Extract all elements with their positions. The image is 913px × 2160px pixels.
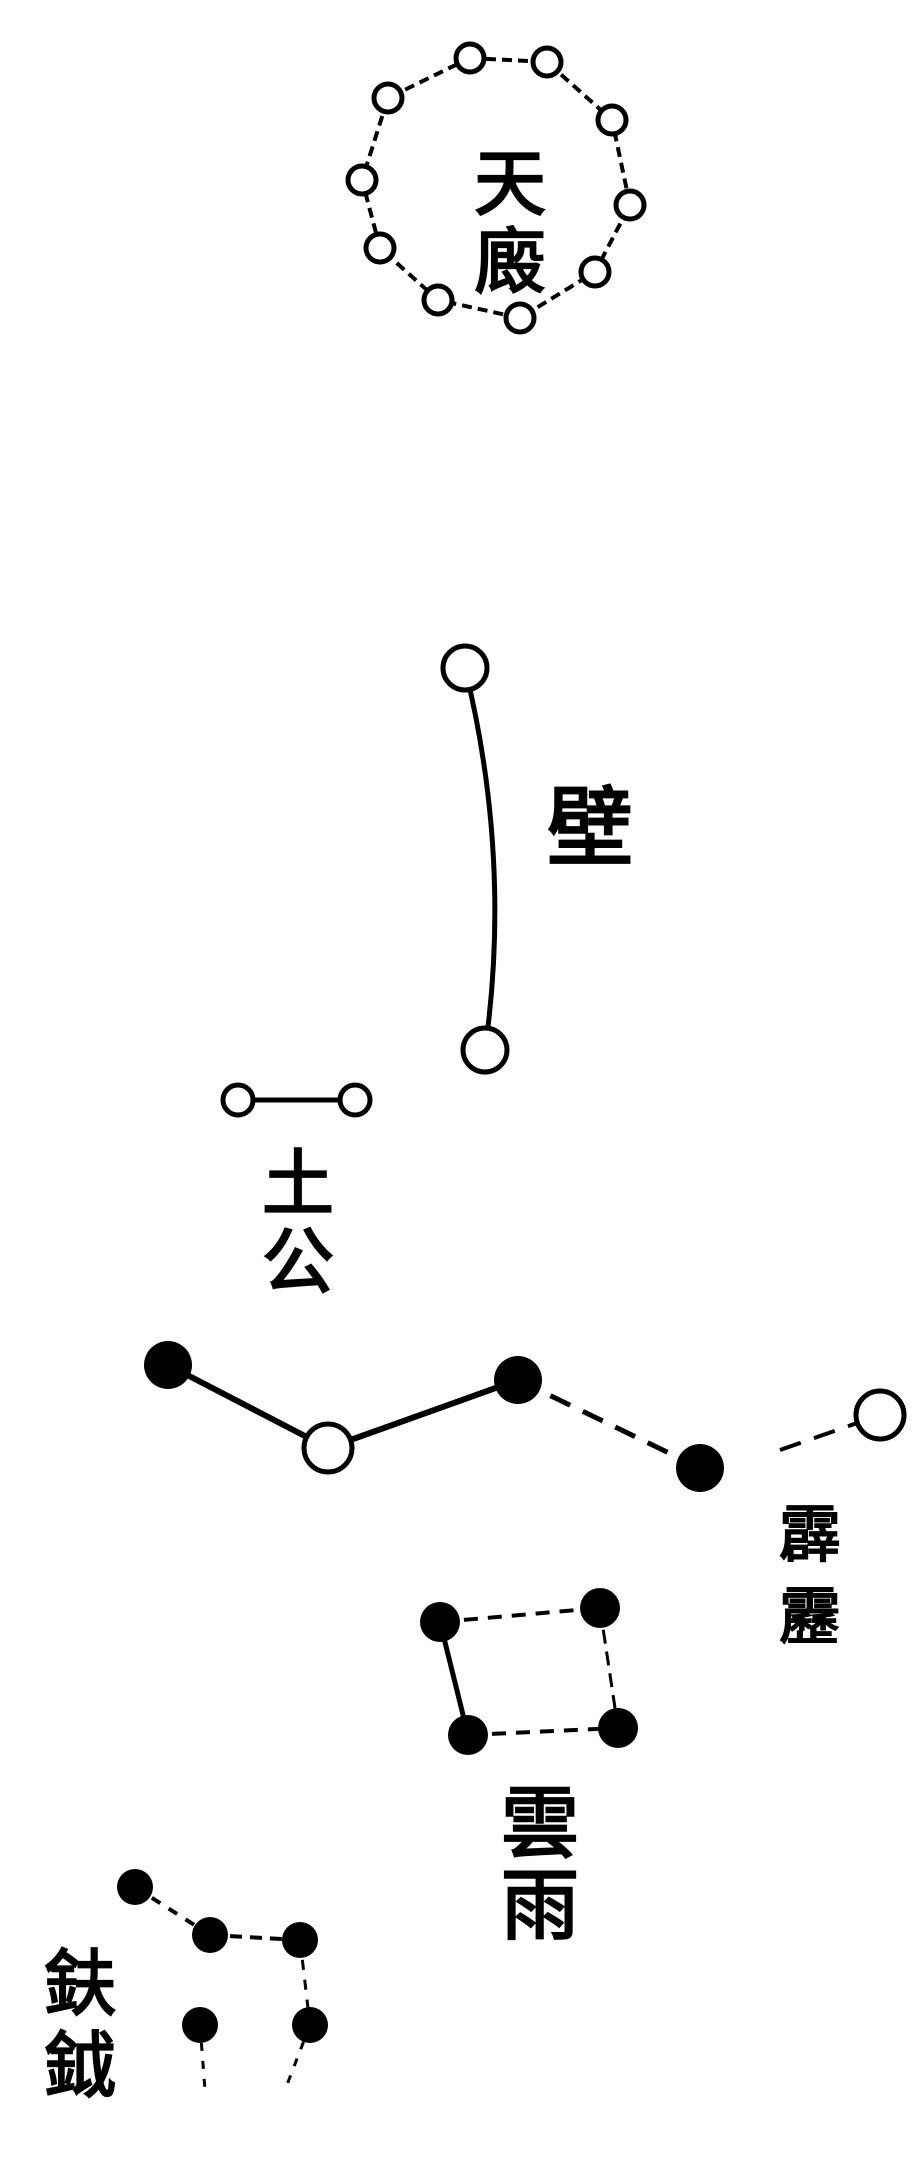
yunyu-star	[420, 1602, 460, 1642]
pili-star	[144, 1341, 192, 1389]
tianjiu-star	[424, 286, 452, 314]
fuyue-label-char: 鉞	[44, 2023, 116, 2108]
constellation-fuyue	[135, 1887, 310, 2090]
yunyu-label-char: 雨	[501, 1861, 579, 1952]
tianjiu-star	[616, 191, 644, 219]
yunyu-star	[580, 1588, 620, 1628]
tianjiu-star	[374, 84, 402, 112]
pili-star	[676, 1444, 724, 1492]
tianjiu-star	[598, 106, 626, 134]
yunyu-dashed-link	[440, 1608, 600, 1622]
tianjiu-star	[581, 258, 609, 286]
fuyue-star	[192, 1917, 228, 1953]
tugong-label-char: 土	[262, 1141, 334, 1226]
tianjiu-star	[348, 166, 376, 194]
tianjiu-star	[533, 48, 561, 76]
bi-star	[463, 1028, 507, 1072]
fuyue-star	[282, 1922, 318, 1958]
pili-star	[856, 1391, 904, 1439]
tianjiu-star	[506, 304, 534, 332]
pili-label-char: 霹	[779, 1498, 841, 1571]
fuyue-label-char: 鈇	[44, 1941, 117, 2026]
tianjiu-star	[366, 234, 394, 262]
bi-label-char: 壁	[547, 778, 633, 879]
yunyu-star	[598, 1708, 638, 1748]
bi-link-line	[465, 668, 495, 1050]
tianjiu-label-char: 天	[474, 141, 546, 226]
tianjiu-star	[456, 44, 484, 72]
fuyue-star	[117, 1869, 153, 1905]
yunyu-label-char: 雲	[501, 1779, 579, 1870]
yunyu-dashed-link	[468, 1728, 618, 1735]
tugong-label-char: 公	[262, 1219, 334, 1304]
pili-dashed-link	[518, 1380, 700, 1468]
yunyu-star	[448, 1715, 488, 1755]
fuyue-star	[182, 2007, 218, 2043]
tianjiu-label-char: 廄	[474, 219, 546, 304]
pili-star	[494, 1356, 542, 1404]
constellation-bi	[465, 668, 495, 1050]
pili-link-line	[328, 1380, 518, 1448]
bi-star	[443, 646, 487, 690]
tugong-star	[223, 1085, 253, 1115]
pili-star	[304, 1424, 352, 1472]
pili-link-line	[168, 1365, 328, 1448]
pili-label-char: 靂	[779, 1580, 841, 1653]
fuyue-star	[292, 2007, 328, 2043]
tugong-star	[340, 1085, 370, 1115]
